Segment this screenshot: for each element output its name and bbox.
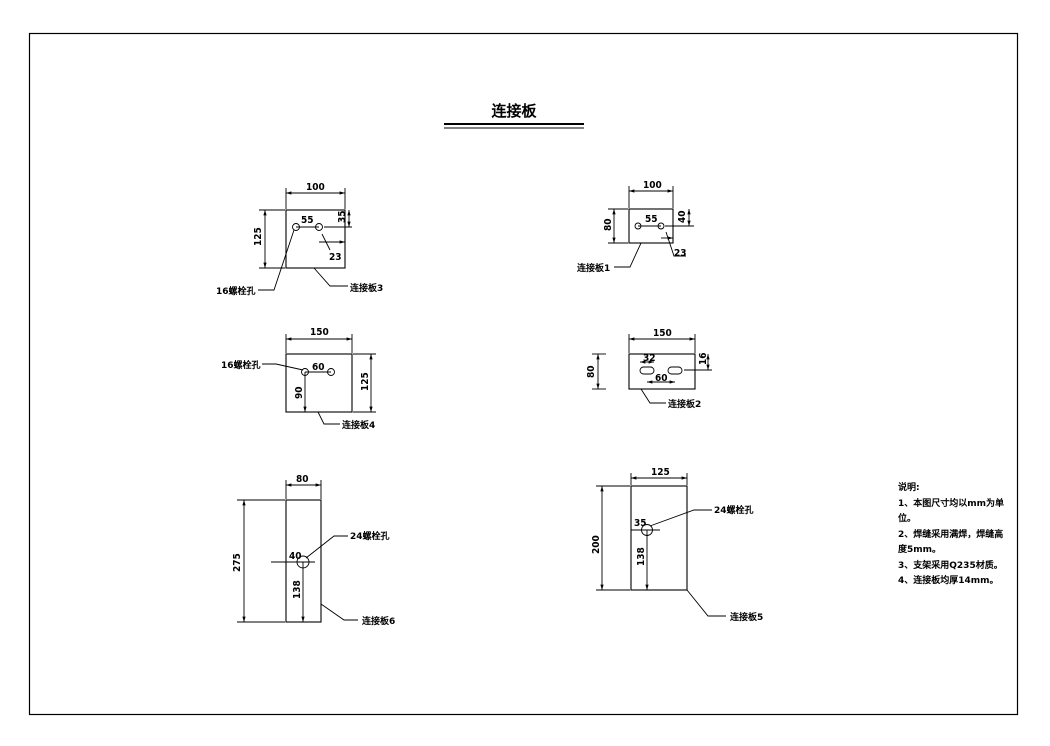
plate-5-outline bbox=[630, 485, 688, 591]
plate-5-hole-depth-label: 138 bbox=[636, 547, 647, 566]
plate-5-view: 35 125 200 138 24螺栓孔 连接板5 bbox=[591, 467, 763, 623]
plate-2-slot-right bbox=[667, 366, 683, 375]
notes-block: 说明: 1、本图尺寸均以mm为单位。 2、焊缝采用满焊，焊缝高度5mm。 3、支… bbox=[898, 481, 1010, 590]
plate-6-hole-leader bbox=[305, 535, 348, 559]
plate-3-name-leader bbox=[313, 267, 348, 287]
plate-6-name-label: 连接板6 bbox=[362, 615, 395, 627]
plate-3-outline bbox=[285, 209, 346, 269]
drawing-title: 连接板 bbox=[491, 102, 537, 120]
plate-2-top-offset-label: 16 bbox=[698, 352, 709, 365]
plate-4-hole-leader bbox=[262, 363, 304, 371]
plate-2-slot-length-label: 32 bbox=[643, 353, 656, 364]
plate-1-view: 55 100 80 40 23 连接板1 bbox=[577, 180, 694, 274]
plate-5-height-label: 200 bbox=[591, 535, 602, 554]
plate-1-name-label: 连接板1 bbox=[577, 262, 610, 274]
plate-2-slot-left bbox=[639, 366, 655, 375]
plate-2-spacing-label: 60 bbox=[655, 373, 668, 384]
plate-1-side-offset-label: 23 bbox=[674, 248, 687, 259]
plate-2-name-label: 连接板2 bbox=[668, 398, 701, 410]
plate-3-name-label: 连接板3 bbox=[350, 282, 383, 294]
plate-5-hole-offset-label: 35 bbox=[634, 518, 647, 529]
plate-6-name-leader bbox=[320, 603, 358, 621]
plate-3-top-offset-label: 35 bbox=[337, 210, 348, 223]
plate-4-name-leader bbox=[317, 411, 340, 425]
note-item-3: 3、支架采用Q235材质。 bbox=[898, 560, 1003, 571]
plate-4-width-label: 150 bbox=[310, 327, 329, 338]
plate-6-hole-label: 24螺栓孔 bbox=[350, 530, 390, 542]
plate-4-view: 60 150 125 90 16螺栓孔 连接板4 bbox=[221, 327, 376, 431]
sheet-border bbox=[28, 32, 1019, 716]
plate-6-height-label: 275 bbox=[232, 553, 243, 572]
plate-1-side-offset-leader bbox=[665, 231, 686, 257]
plate-1-width-label: 100 bbox=[643, 180, 662, 191]
plate-5-name-leader bbox=[686, 589, 726, 617]
plate-6-hole-offset-label: 40 bbox=[289, 551, 302, 562]
plate-3-side-offset-label: 23 bbox=[329, 252, 342, 263]
notes-heading: 说明: bbox=[898, 483, 920, 493]
plate-3-side-offset-leader bbox=[321, 233, 331, 251]
plate-3-view: 55 100 125 35 23 16螺栓孔 连接板3 bbox=[216, 182, 383, 297]
plate-6-outline bbox=[285, 499, 322, 623]
plate-3-spacing-label: 55 bbox=[301, 215, 314, 226]
note-item-4: 4、连接板均厚14mm。 bbox=[898, 576, 999, 586]
plate-3-height-label: 125 bbox=[253, 227, 264, 246]
plate-2-name-leader bbox=[640, 388, 666, 404]
plate-5-hole-label: 24螺栓孔 bbox=[714, 504, 754, 516]
plate-5-hole-leader bbox=[649, 509, 712, 527]
plate-2-view: 150 80 32 60 16 连接板2 bbox=[586, 328, 712, 410]
plate-1-spacing-label: 55 bbox=[645, 214, 658, 225]
title-block: 连接板 bbox=[444, 102, 584, 129]
plate-5-name-label: 连接板5 bbox=[730, 611, 763, 623]
note-item-1: 1、本图尺寸均以mm为单位。 bbox=[898, 498, 1005, 525]
note-item-2: 2、焊缝采用满焊，焊缝高度5mm。 bbox=[898, 529, 1004, 556]
plate-3-hole-label: 16螺栓孔 bbox=[216, 285, 256, 297]
plate-4-spacing-label: 60 bbox=[312, 362, 325, 373]
plate-3-hole-leader bbox=[258, 229, 295, 291]
plate-4-outline bbox=[285, 353, 353, 413]
plate-2-width-label: 150 bbox=[653, 328, 672, 339]
plate-4-hole-depth-label: 90 bbox=[294, 386, 305, 399]
plate-1-height-label: 80 bbox=[603, 218, 614, 231]
plate-6-width-label: 80 bbox=[296, 474, 309, 485]
plate-5-width-label: 125 bbox=[651, 467, 670, 478]
plate-4-height-label: 125 bbox=[360, 372, 371, 391]
plate-6-view: 40 80 275 138 24螺栓孔 连接板6 bbox=[232, 474, 395, 627]
plate-4-name-label: 连接板4 bbox=[342, 419, 375, 431]
plate-4-hole-label: 16螺栓孔 bbox=[221, 359, 261, 371]
plate-1-top-offset-label: 40 bbox=[677, 210, 688, 223]
plate-3-width-label: 100 bbox=[306, 182, 325, 193]
plate-1-name-leader bbox=[614, 242, 642, 268]
plate-2-height-label: 80 bbox=[586, 365, 597, 378]
plate-6-hole-depth-label: 138 bbox=[292, 580, 303, 599]
